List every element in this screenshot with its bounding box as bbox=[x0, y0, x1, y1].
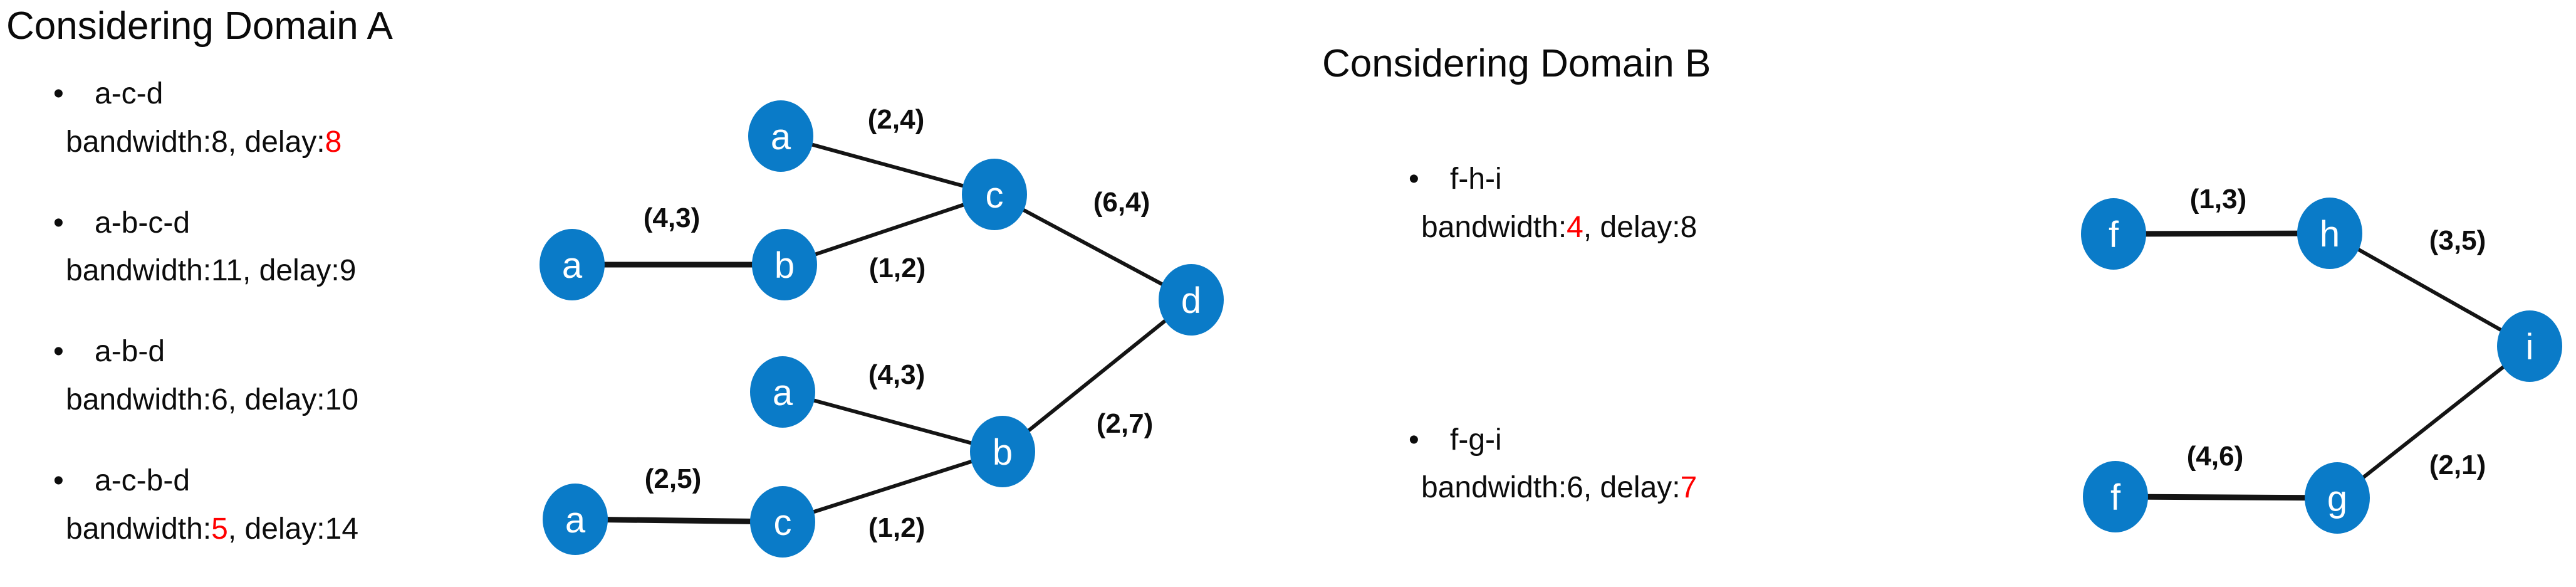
node-label-g: g bbox=[2327, 479, 2347, 519]
bullet-dot: • bbox=[1409, 162, 1419, 196]
edge-label-c1-d: (6,4) bbox=[1093, 187, 1150, 218]
path-metrics: bandwidth:11, delay:9 bbox=[53, 247, 529, 295]
bullet-dot: • bbox=[1409, 423, 1419, 457]
node-a bbox=[543, 484, 608, 555]
path-list-item: • a-c-b-d bandwidth:5, delay:14 bbox=[53, 457, 529, 554]
domain-a-path-list: • a-c-d bandwidth:8, delay:8 • a-b-c-d bandwi… bbox=[53, 70, 529, 553]
metrics-text: bandwidth: bbox=[66, 512, 212, 546]
metrics-text: bandwidth: bbox=[1421, 210, 1567, 244]
edge-label-f1-h: (1,3) bbox=[2190, 184, 2246, 214]
node-label-a: a bbox=[565, 500, 586, 541]
edge-c2-b2 bbox=[782, 450, 1003, 524]
highlighted-value: 8 bbox=[325, 125, 342, 159]
node-f bbox=[2083, 461, 2148, 532]
path-metrics: bandwidth:4, delay:8 bbox=[1409, 204, 1885, 252]
path-label: a-c-d bbox=[95, 77, 164, 110]
edge-label-a1-c1: (2,4) bbox=[868, 104, 924, 135]
path-list-item: • f-g-i bandwidth:6, delay:7 bbox=[1409, 416, 1885, 513]
path-metrics: bandwidth:5, delay:14 bbox=[53, 505, 529, 554]
path-label: a-b-c-d bbox=[95, 206, 190, 240]
path-list-item: • a-b-c-d bandwidth:11, delay:9 bbox=[53, 199, 529, 296]
path-metrics: bandwidth:6, delay:10 bbox=[53, 376, 529, 425]
edge-label-a3-b2: (4,3) bbox=[868, 359, 925, 390]
path-list-item: • a-c-d bandwidth:8, delay:8 bbox=[53, 70, 529, 167]
edge-a3-b2 bbox=[782, 390, 1003, 453]
path-label: a-b-d bbox=[95, 335, 165, 369]
edge-label-a4-c2: (2,5) bbox=[645, 463, 701, 494]
edge-label-h-i: (3,5) bbox=[2429, 225, 2486, 256]
node-b bbox=[970, 416, 1035, 487]
edge-b2-d bbox=[1001, 298, 1192, 453]
highlighted-value: 7 bbox=[1680, 471, 1697, 505]
node-label-a: a bbox=[773, 373, 793, 413]
node-i bbox=[2497, 310, 2562, 382]
metrics-text: bandwidth:8, delay: bbox=[66, 125, 325, 159]
node-label-a: a bbox=[562, 245, 583, 286]
path-label: f-h-i bbox=[1450, 162, 1502, 196]
node-b bbox=[752, 229, 817, 300]
node-label-f: f bbox=[2110, 477, 2121, 518]
bullet-dot: • bbox=[53, 335, 64, 369]
path-metrics: bandwidth:8, delay:8 bbox=[53, 119, 529, 167]
node-label-a: a bbox=[771, 117, 791, 157]
node-a bbox=[750, 356, 815, 428]
domain-b-title: Considering Domain B bbox=[1322, 42, 1711, 85]
metrics-text: bandwidth:11, delay:9 bbox=[66, 254, 357, 288]
edge-c1-d bbox=[993, 193, 1192, 302]
metrics-text: bandwidth:6, delay:10 bbox=[66, 383, 359, 416]
bullet-dot: • bbox=[53, 77, 64, 110]
edge-label-b2-d: (2,7) bbox=[1097, 408, 1153, 439]
metrics-text: , delay:14 bbox=[227, 512, 359, 546]
path-list-item: • a-b-d bandwidth:6, delay:10 bbox=[53, 328, 529, 425]
node-label-b: b bbox=[993, 432, 1013, 473]
metrics-text: bandwidth:6, delay: bbox=[1421, 471, 1681, 505]
node-f bbox=[2081, 198, 2146, 270]
node-d bbox=[1159, 264, 1224, 336]
node-c bbox=[750, 486, 815, 558]
highlighted-value: 5 bbox=[211, 512, 228, 546]
edge-label-a2-b1: (4,3) bbox=[644, 203, 700, 233]
highlighted-value: 4 bbox=[1567, 210, 1583, 244]
edge-f1-h bbox=[2113, 230, 2330, 237]
edge-f2-g bbox=[2115, 494, 2338, 501]
path-list-item: • f-h-i bandwidth:4, delay:8 bbox=[1409, 156, 1885, 252]
edge-h-i bbox=[2328, 231, 2531, 348]
edge-label-c2-b2: (1,2) bbox=[868, 512, 925, 543]
path-label: a-c-b-d bbox=[95, 463, 190, 497]
metrics-text: , delay:8 bbox=[1583, 210, 1697, 244]
edge-a1-c1 bbox=[780, 134, 995, 196]
node-label-b: b bbox=[774, 245, 795, 286]
domain-b-path-list: • f-h-i bandwidth:4, delay:8 • f-g-i bandwidt… bbox=[1409, 156, 1885, 512]
node-label-c: c bbox=[774, 502, 792, 543]
path-metrics: bandwidth:6, delay:7 bbox=[1409, 464, 1885, 512]
node-g bbox=[2305, 462, 2370, 534]
domain-a-title: Considering Domain A bbox=[6, 4, 393, 48]
node-a bbox=[748, 100, 813, 172]
node-label-i: i bbox=[2526, 327, 2534, 368]
node-label-f: f bbox=[2109, 214, 2119, 255]
domain-b-topology: f h i f g (1,3) (3,5) (4,6) (2,1) bbox=[2081, 184, 2562, 534]
node-label-d: d bbox=[1181, 280, 1201, 321]
node-label-c: c bbox=[986, 175, 1004, 216]
edge-label-f2-g: (4,6) bbox=[2187, 441, 2243, 472]
domain-a-topology: a c a b d a b a c (2,4) (4,3) (1,2) (6,4) (4,3) (2,7) (… bbox=[540, 100, 1224, 558]
node-label-h: h bbox=[2320, 214, 2340, 255]
edge-label-g-i: (2,1) bbox=[2429, 450, 2486, 480]
node-h bbox=[2297, 198, 2362, 269]
node-a bbox=[540, 229, 605, 300]
bullet-dot: • bbox=[53, 206, 64, 240]
bullet-dot: • bbox=[53, 463, 64, 497]
edge-a4-c2 bbox=[575, 516, 783, 525]
path-label: f-g-i bbox=[1450, 423, 1502, 457]
edge-g-i bbox=[2336, 344, 2531, 500]
edge-b1-c1 bbox=[784, 193, 995, 267]
node-c bbox=[962, 159, 1027, 230]
edge-label-b1-c1: (1,2) bbox=[869, 253, 926, 283]
